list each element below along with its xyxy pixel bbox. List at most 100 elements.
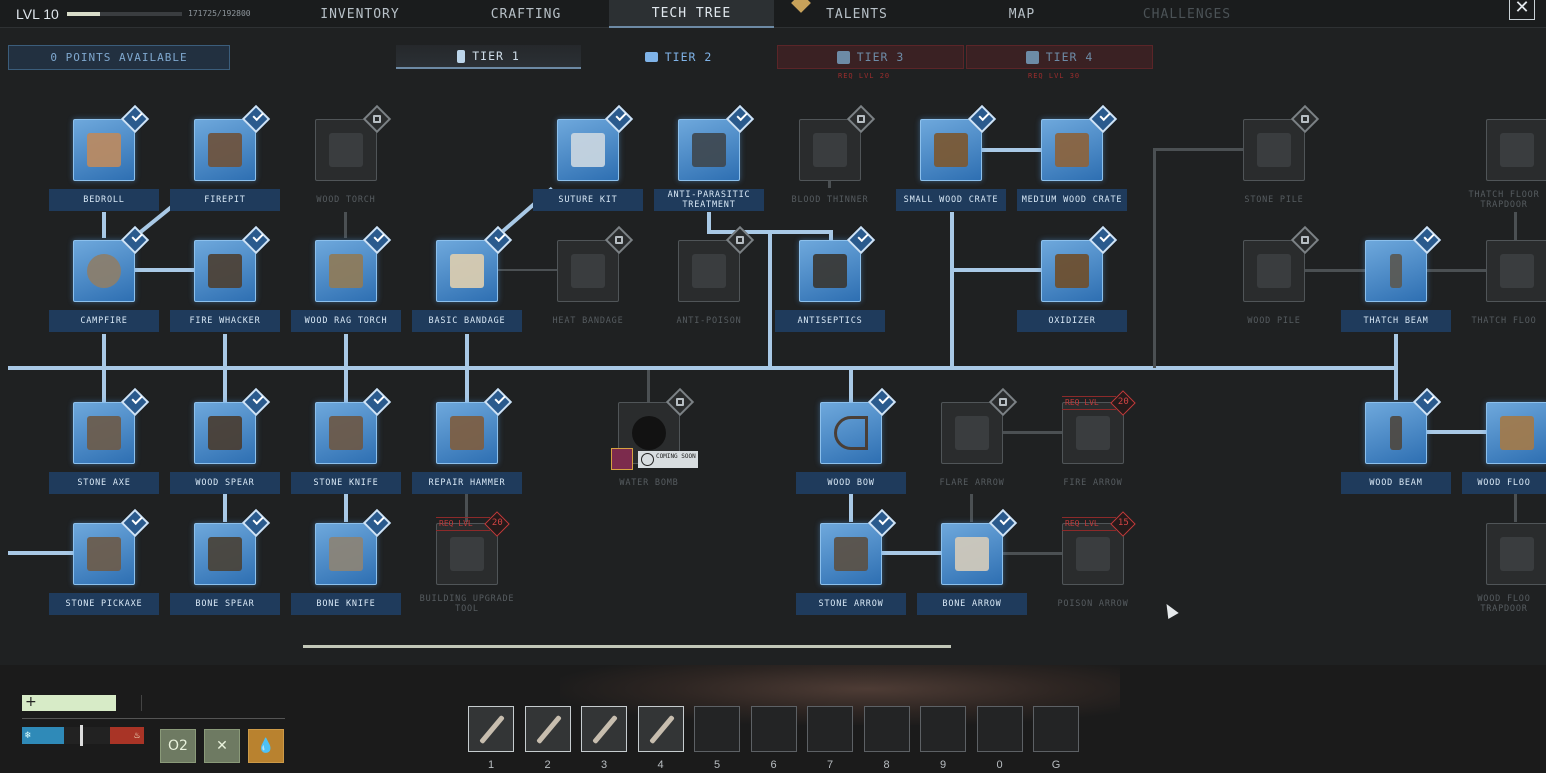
bone-knife-node[interactable] — [315, 508, 392, 585]
food-icon: ✕ — [204, 729, 240, 763]
connector-line — [1514, 494, 1517, 522]
points-available: 0 POINTS AVAILABLE — [8, 45, 230, 70]
wood-beam-node[interactable] — [1365, 387, 1442, 464]
thatch-floor-trapdoor-node[interactable] — [1486, 119, 1546, 181]
tab-talents[interactable]: TALENTS — [826, 6, 888, 22]
flare-arrow-node[interactable] — [941, 387, 1018, 464]
tab-inventory[interactable]: INVENTORY — [320, 6, 400, 22]
stone-arrow-node[interactable] — [820, 508, 897, 585]
bedroll-node[interactable] — [73, 104, 150, 181]
thatch-beam-node[interactable] — [1365, 225, 1442, 302]
connector-line — [1002, 431, 1062, 434]
wood-rag-torch-node[interactable] — [315, 225, 392, 302]
anti-poison-node[interactable] — [678, 225, 755, 302]
hotbar-slot[interactable] — [976, 706, 1023, 752]
stone-pile-node[interactable] — [1243, 104, 1320, 181]
node-label: WOOD RAG TORCH — [291, 310, 401, 332]
stone-knife-node[interactable] — [315, 387, 392, 464]
basic-bandage-node[interactable] — [436, 225, 513, 302]
node-label: BONE SPEAR — [170, 593, 280, 615]
tab-crafting[interactable]: CRAFTING — [490, 6, 562, 22]
hotbar-slot[interactable] — [920, 706, 966, 752]
node-label: WOOD BEAM — [1341, 472, 1451, 494]
connector-line — [1153, 148, 1245, 151]
hotbar-item-icon — [535, 714, 562, 745]
connector-line — [465, 334, 469, 368]
wood-pile-node[interactable] — [1243, 225, 1320, 302]
node-label: THATCH BEAM — [1341, 310, 1451, 332]
hotbar-key-label: 8 — [883, 759, 890, 771]
hotbar-slot[interactable] — [581, 706, 627, 752]
connector-line — [344, 334, 348, 368]
coming-soon-label: COMING SOON — [638, 451, 698, 468]
tab-map[interactable]: MAP — [1008, 6, 1036, 22]
repair-hammer-node[interactable] — [436, 387, 513, 464]
water-drop-icon: 💧 — [248, 729, 284, 763]
oxidizer-node[interactable] — [1041, 225, 1118, 302]
node-label: BONE KNIFE — [291, 593, 401, 615]
connector-line — [497, 269, 559, 271]
tab-tier-1[interactable]: TIER 1 — [396, 45, 581, 69]
antiseptics-node[interactable] — [799, 225, 876, 302]
connector-line — [849, 494, 853, 522]
hotbar-item-icon — [648, 714, 675, 745]
node-label: STONE PILE — [1244, 195, 1304, 205]
building-upgrade-tool-node[interactable] — [436, 523, 498, 585]
hotbar-slot[interactable] — [807, 706, 853, 752]
tab-tier-3[interactable]: TIER 3 — [777, 45, 964, 69]
wood-spear-node[interactable] — [194, 387, 271, 464]
small-wood-crate-node[interactable] — [920, 104, 997, 181]
wood-torch-node[interactable] — [315, 104, 392, 181]
toolbox-icon — [1025, 50, 1039, 64]
oxygen-icon: O2 — [160, 729, 196, 763]
hotbar-slot[interactable] — [1033, 706, 1079, 752]
firepit-node[interactable] — [194, 104, 271, 181]
node-label: WOOD BOW — [796, 472, 906, 494]
suture-kit-node[interactable] — [557, 104, 634, 181]
hotbar-slot[interactable] — [468, 706, 514, 752]
bone-spear-node[interactable] — [194, 508, 271, 585]
blood-thinner-node[interactable] — [799, 104, 876, 181]
tier-label: TIER 3 — [856, 50, 905, 64]
medium-wood-crate-node[interactable] — [1041, 104, 1118, 181]
hotbar-slot[interactable] — [863, 706, 910, 752]
health-divider — [141, 695, 142, 711]
connector-line — [647, 370, 650, 402]
bone-arrow-node[interactable] — [941, 508, 1018, 585]
wood-bow-node[interactable] — [820, 387, 897, 464]
tier-4-requirement: REQ LVL 30 — [1028, 72, 1081, 80]
heat-bandage-node[interactable] — [557, 225, 634, 302]
node-label: WOOD PILE — [1247, 316, 1301, 326]
close-button[interactable]: ✕ — [1509, 0, 1535, 20]
hotbar-slot[interactable] — [694, 706, 740, 752]
poison-arrow-node[interactable] — [1062, 523, 1124, 585]
hotbar-key-label: 7 — [826, 759, 834, 771]
connector-line — [950, 212, 954, 368]
anti-parasitic-node[interactable] — [678, 104, 755, 181]
campfire-node[interactable] — [73, 225, 150, 302]
node-label: MEDIUM WOOD CRATE — [1017, 189, 1127, 211]
tab-tier-4[interactable]: TIER 4 — [966, 45, 1153, 69]
node-label: WATER BOMB — [619, 478, 679, 488]
wood-floor-node[interactable] — [1486, 402, 1546, 464]
hotbar-slot[interactable] — [750, 706, 797, 752]
mouse-cursor-icon — [1161, 600, 1179, 620]
connector-line — [8, 366, 1398, 370]
hotbar-item-icon — [479, 714, 505, 745]
wood-floor-trapdoor-node[interactable] — [1486, 523, 1546, 585]
node-label: BEDROLL — [49, 189, 159, 211]
node-label: BLOOD THINNER — [791, 195, 869, 205]
hotbar-slot[interactable] — [524, 706, 571, 752]
hud-divider — [22, 718, 285, 719]
stone-axe-node[interactable] — [73, 387, 150, 464]
fire-arrow-node[interactable] — [1062, 402, 1124, 464]
tab-tech-tree[interactable]: TECH TREE — [609, 0, 774, 28]
book-icon — [611, 448, 633, 470]
node-label: OXIDIZER — [1017, 310, 1127, 332]
thatch-floor-node[interactable] — [1486, 240, 1546, 302]
hotbar-slot[interactable] — [637, 706, 684, 752]
fire-whacker-node[interactable] — [194, 225, 271, 302]
stone-pickaxe-node[interactable] — [73, 508, 150, 585]
tab-tier-2[interactable]: TIER 2 — [586, 45, 771, 69]
horizontal-scrollbar[interactable] — [303, 645, 951, 648]
